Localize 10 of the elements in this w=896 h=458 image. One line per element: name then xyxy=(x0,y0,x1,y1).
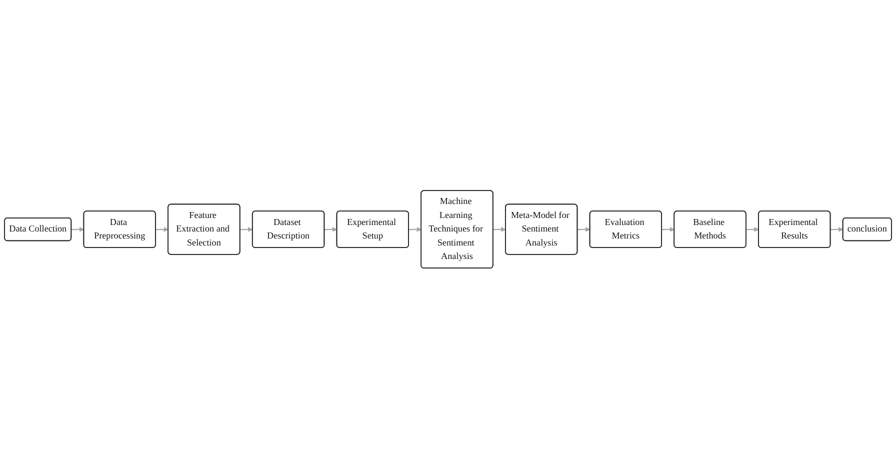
arrow xyxy=(662,226,675,232)
arrow xyxy=(493,226,506,232)
arrow xyxy=(240,226,253,232)
arrow xyxy=(578,226,590,232)
arrow xyxy=(746,226,759,232)
arrow xyxy=(408,226,422,232)
arrow xyxy=(324,226,338,232)
arrow xyxy=(156,226,169,232)
arrow xyxy=(71,226,84,232)
arrow xyxy=(830,226,844,232)
